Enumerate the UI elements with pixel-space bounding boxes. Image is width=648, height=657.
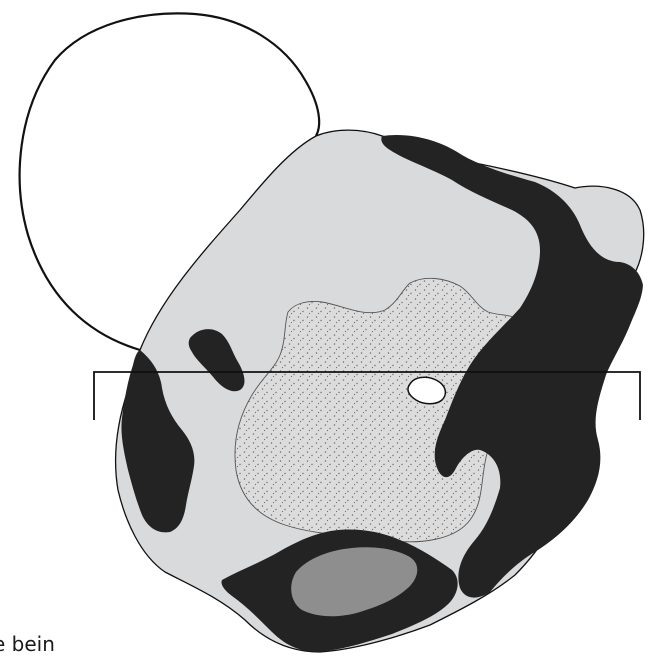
caption-text: e bein — [0, 632, 55, 656]
